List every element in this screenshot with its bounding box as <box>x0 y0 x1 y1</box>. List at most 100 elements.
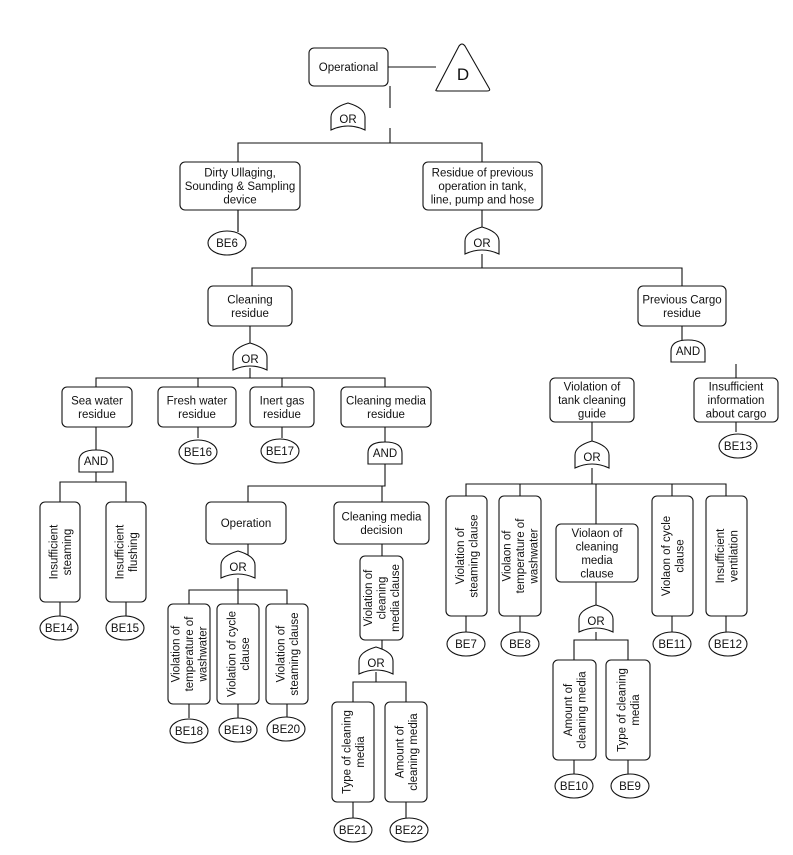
basic-event-be8[interactable]: BE8 <box>500 631 540 657</box>
connector-line <box>596 639 629 660</box>
connector-line <box>96 481 127 502</box>
basic-event-be18[interactable]: BE18 <box>169 718 209 744</box>
basic-event-be9[interactable]: BE9 <box>610 773 650 799</box>
basic-event-be19[interactable]: BE19 <box>218 717 258 743</box>
gate-and-sea-water[interactable]: AND <box>78 449 114 473</box>
gate-and-cleaning-media-residue[interactable]: AND <box>367 441 403 465</box>
connector-line <box>592 483 727 496</box>
connector-line <box>352 672 377 702</box>
basic-event-be22[interactable]: BE22 <box>389 817 429 843</box>
gate-and-previous-cargo[interactable]: AND <box>670 339 706 363</box>
connector-line <box>390 142 483 162</box>
gate-or-operation[interactable]: OR <box>220 550 256 579</box>
gate-or-cleaning-residue[interactable]: OR <box>232 342 268 371</box>
basic-event-be14[interactable]: BE14 <box>39 615 79 641</box>
event-operation[interactable]: Operation <box>205 501 287 545</box>
connector-line <box>251 254 483 286</box>
operational-label: Operational <box>319 62 378 74</box>
connector-line <box>59 472 97 502</box>
gate-or-cleaning-media-decision[interactable]: OR <box>358 646 394 675</box>
connector-line <box>188 578 239 604</box>
basic-event-be17[interactable]: BE17 <box>260 438 300 464</box>
gate-label: AND <box>373 448 397 460</box>
basic-event-be7[interactable]: BE7 <box>446 631 486 657</box>
connector-line <box>250 377 386 387</box>
connector-line <box>376 681 407 702</box>
gate-or-violaon-cleaning-media[interactable]: OR <box>578 604 614 633</box>
gate-or-residue-previous[interactable]: OR <box>464 226 500 255</box>
connector-line <box>519 483 592 496</box>
gate-label: OR <box>587 616 604 628</box>
basic-event-be12[interactable]: BE12 <box>708 631 748 657</box>
connector-line <box>592 483 673 496</box>
gate-or-violation-tank-guide[interactable]: OR <box>574 440 610 469</box>
basic-event-label: BE14 <box>45 623 74 635</box>
basic-event-be10[interactable]: BE10 <box>554 773 594 799</box>
transfer-label: D <box>457 65 469 84</box>
basic-event-label: BE10 <box>560 781 588 793</box>
basic-event-label: BE22 <box>395 825 423 837</box>
gate-or-operational[interactable]: OR <box>330 102 366 131</box>
connector-line <box>95 368 251 387</box>
basic-event-be20[interactable]: BE20 <box>266 716 306 742</box>
gate-label: OR <box>229 562 246 574</box>
basic-event-label: BE17 <box>266 446 294 458</box>
basic-event-label: BE21 <box>339 825 367 837</box>
basic-event-be15[interactable]: BE15 <box>105 615 145 641</box>
connector-line <box>465 468 593 496</box>
basic-event-label: BE15 <box>111 623 139 635</box>
basic-event-be13[interactable]: BE13 <box>718 433 758 459</box>
basic-event-label: BE20 <box>272 724 300 736</box>
basic-event-be21[interactable]: BE21 <box>333 817 373 843</box>
connector-line <box>381 485 385 502</box>
connector-line <box>197 377 250 387</box>
basic-event-be6[interactable]: BE6 <box>207 230 247 256</box>
basic-event-be16[interactable]: BE16 <box>178 439 218 465</box>
event-operational[interactable]: Operational <box>308 47 389 87</box>
gate-label: AND <box>84 456 108 468</box>
transfer-triangle[interactable]: D <box>435 43 491 92</box>
basic-event-be11[interactable]: BE11 <box>652 631 692 657</box>
